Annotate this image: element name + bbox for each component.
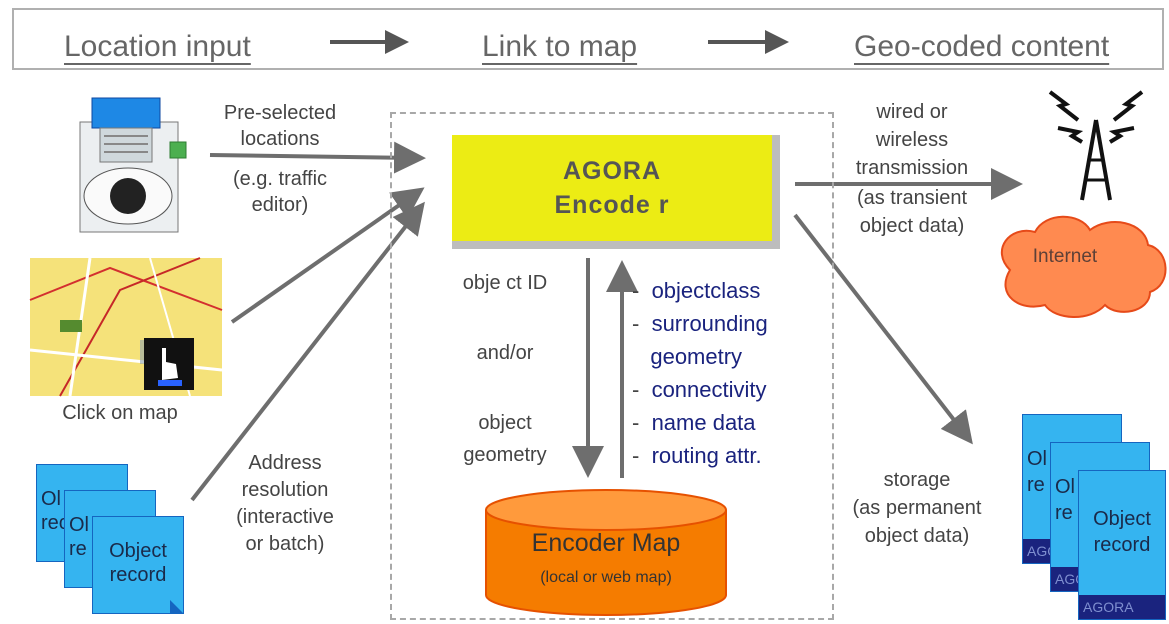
storage-line-2: (as permanent (852, 497, 982, 519)
preselected-locations-label: Pre-selected locations (e.g. traffic edi… (200, 100, 360, 218)
encoder-map-cylinder (485, 489, 727, 616)
transmission-line-5: object data) (859, 215, 965, 237)
arrow-address-to-encoder (190, 201, 425, 502)
attribute-item: - routing attr. (632, 443, 762, 468)
encoder-title-line1: AGORA (562, 157, 662, 185)
process-header: Location input Link to map Geo-coded con… (12, 8, 1164, 70)
geometry-label: geometry (463, 444, 547, 466)
header-geo-coded-content: Geo-coded content (854, 30, 1110, 63)
address-line-3: (interactive (236, 506, 334, 528)
header-link-to-map: Link to map (482, 30, 638, 63)
agora-encoder-box: AGORA Encode r (452, 135, 780, 249)
stored-record-doc-front: Object record AGORA (1078, 470, 1166, 620)
preselected-line-2: locations (240, 128, 320, 150)
preselected-line-1: Pre-selected (223, 102, 337, 124)
attribute-item: - connectivity (632, 377, 767, 402)
stored-front-line2: record (1093, 534, 1151, 556)
doc-middle-line2: re (69, 538, 87, 560)
city-map-thumbnail-icon (29, 257, 223, 397)
attribute-item: geometry (632, 340, 832, 373)
address-line-2: resolution (241, 479, 329, 501)
encoding-boundary (390, 112, 834, 620)
arrow-encoder-to-storage (793, 213, 973, 445)
radio-tower-icon (1048, 90, 1144, 201)
object-id-label: obje ct ID (462, 272, 548, 294)
stored-back-line2: re (1027, 474, 1045, 496)
attribute-routing: routing attr. (651, 443, 762, 468)
object-record-doc-front: Object record (92, 516, 184, 614)
stored-middle-line2: re (1055, 502, 1073, 524)
encoder-map-subtitle: (local or web map) (540, 569, 672, 586)
address-line-1: Address (248, 452, 322, 474)
object-label: object (478, 412, 532, 434)
doc-front-line1: Object (109, 540, 167, 562)
internet-label: Internet (1032, 246, 1098, 267)
attribute-item: - surrounding (632, 311, 768, 336)
attribute-name-data: name data (651, 410, 756, 435)
doc-back-line1: Ol (41, 488, 61, 510)
arrow-preselected-to-encoder (209, 141, 426, 174)
doc-middle-line1: Ol (69, 514, 89, 536)
transmission-line-4: (as transient (856, 187, 968, 209)
and-or-label: and/or (476, 342, 534, 364)
stored-front-line1: Object (1093, 508, 1151, 530)
transmission-line-3: transmission (855, 157, 969, 179)
transmission-label: wired or wireless transmission (as trans… (832, 98, 992, 240)
agora-band: AGORA (1079, 595, 1165, 619)
attribute-geometry: geometry (650, 344, 743, 369)
attribute-surrounding: surrounding (651, 311, 768, 336)
storage-line-3: object data) (864, 525, 970, 547)
attribute-connectivity: connectivity (651, 377, 767, 402)
attribute-objectclass: objectclass (651, 278, 761, 303)
address-resolution-label: Address resolution (interactive or batch… (210, 450, 360, 558)
transmission-line-2: wireless (875, 129, 949, 151)
header-location-input: Location input (64, 30, 251, 63)
storage-line-1: storage (883, 469, 951, 491)
stored-back-line1: Ol (1027, 448, 1047, 470)
internet-cloud-icon (1000, 215, 1167, 318)
arrow-map-to-encoder (230, 187, 425, 324)
address-line-4: or batch) (245, 533, 325, 555)
storage-label: storage (as permanent object data) (832, 466, 1002, 550)
attribute-item: - name data (632, 410, 756, 435)
stored-middle-line1: Ol (1055, 476, 1075, 498)
preselected-line-3: (e.g. traffic (232, 168, 328, 190)
click-on-map-label: Click on map (62, 402, 178, 424)
traffic-editor-workstation-icon (79, 97, 187, 233)
encoder-title-line2: Encode r (554, 191, 670, 219)
doc-front-line2: record (109, 564, 167, 586)
encoder-map-title: Encoder Map (531, 529, 681, 557)
preselected-line-4: editor) (251, 194, 309, 216)
transmission-line-1: wired or (876, 101, 948, 123)
doc-fold (170, 600, 184, 614)
map-attribute-list: - objectclass - surrounding geometry - c… (632, 274, 832, 472)
attribute-item: - objectclass (632, 278, 761, 303)
